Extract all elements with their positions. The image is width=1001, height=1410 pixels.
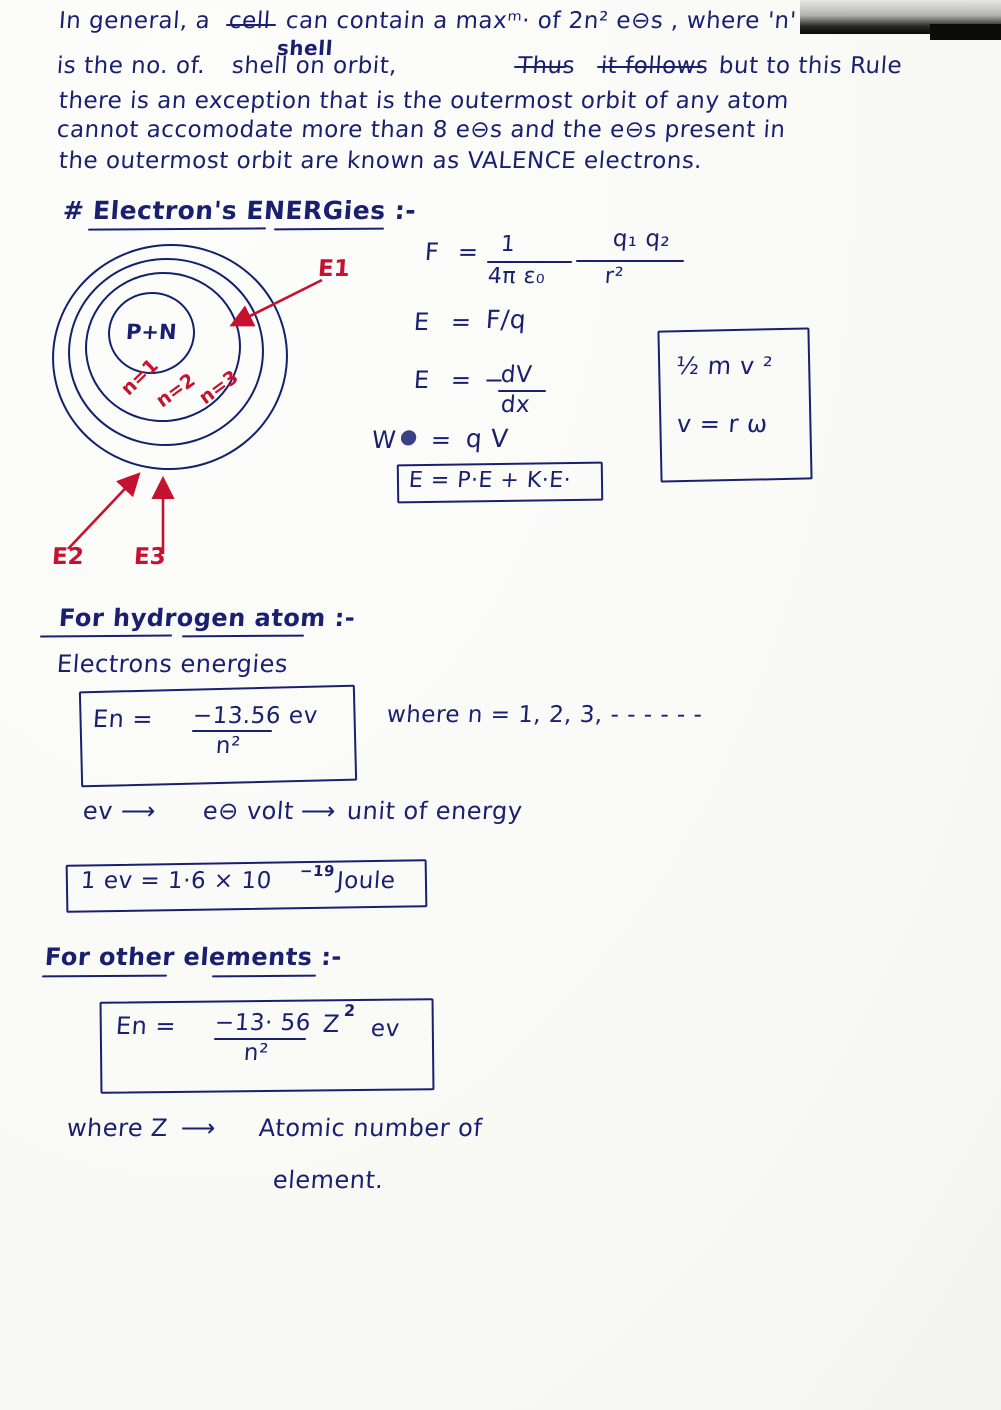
strikethrough-it-follows xyxy=(597,66,703,68)
coulomb-frac1-numerator: 1 xyxy=(500,232,517,257)
intro-line-2-part-a: is the no. of. xyxy=(56,53,207,79)
intro-line-2-part-c: but to this Rule xyxy=(718,53,904,79)
other-elements-energy-unit: ev xyxy=(370,1016,401,1042)
z-note-definition-continued: element. xyxy=(272,1166,385,1194)
scan-edge-artifact-dark xyxy=(930,24,1001,40)
section-title-electron-energies: Electron's ENERGies :- xyxy=(92,196,418,225)
heading-underline-left xyxy=(87,227,267,231)
hydrogen-energy-numerator: −13.56 xyxy=(192,703,282,729)
hydrogen-heading-underline-a xyxy=(39,634,173,638)
work-rhs: q V xyxy=(465,424,510,453)
gradient-numerator: dV xyxy=(500,362,534,388)
other-elements-frac-bar xyxy=(214,1038,306,1040)
diagram-arrows xyxy=(67,278,323,554)
coulomb-frac1-bar xyxy=(487,261,572,263)
other-elements-z-exponent: 2 xyxy=(343,1001,357,1020)
hydrogen-section-heading: For hydrogen atom :- xyxy=(58,604,357,632)
atom-orbital-diagram: P+N n=1 n=2 n=3 E1 E2 E3 xyxy=(40,232,390,570)
joule-conversion-text-b: Joule xyxy=(336,868,397,894)
velocity-relation: v = r ω xyxy=(676,410,769,438)
ev-meaning: unit of energy xyxy=(346,797,524,825)
intro-line-4: cannot accomodate more than 8 e⊖s and th… xyxy=(56,117,787,143)
hydrogen-energy-frac-bar xyxy=(192,730,272,732)
intro-struck-word-cell: cell xyxy=(228,8,272,34)
intro-line-5: the outermost orbit are known as VALENCE… xyxy=(58,148,704,174)
coulomb-frac2-numerator: q₁ q₂ xyxy=(612,226,672,252)
strikethrough-cell xyxy=(226,24,276,26)
gradient-lhs: E xyxy=(413,366,431,394)
field-lhs: E xyxy=(413,308,431,336)
hydrogen-energy-unit: ev xyxy=(288,703,319,729)
ev-term: ev xyxy=(82,797,114,825)
intro-line-1-part-a: In general, a xyxy=(58,8,212,34)
gradient-denominator: dx xyxy=(500,392,532,418)
other-elements-energy-lhs: En = xyxy=(115,1012,178,1040)
strikethrough-thus xyxy=(514,66,566,68)
joule-conversion-exponent: −19 xyxy=(299,862,336,880)
hydrogen-heading-underline-b xyxy=(181,634,305,638)
hydrogen-energy-lhs: En = xyxy=(92,705,155,733)
kinetic-energy-expression: ½ m v ² xyxy=(675,352,774,380)
joule-conversion-text-a: 1 ev = 1·6 × 10 xyxy=(80,868,273,894)
hydrogen-n-condition: where n = 1, 2, 3, - - - - - - xyxy=(386,702,704,728)
ev-arrow-2: ⟶ xyxy=(300,797,337,825)
coulomb-frac2-bar xyxy=(576,260,684,262)
kinetic-energy-box xyxy=(657,327,813,483)
field-rhs: F/q xyxy=(485,305,528,334)
hydrogen-subheading: Electrons energies xyxy=(56,650,289,678)
section-marker-hash: # xyxy=(62,196,86,225)
gradient-frac-bar xyxy=(498,390,546,392)
z-note-arrow: ⟶ xyxy=(180,1114,217,1142)
ev-expansion: e⊖ volt xyxy=(202,797,295,825)
coulomb-equals: = xyxy=(457,238,480,266)
other-elements-energy-denominator: n² xyxy=(243,1040,270,1066)
intro-line-3: there is an exception that is the outerm… xyxy=(58,88,790,114)
coulomb-frac2-denominator: r² xyxy=(604,264,625,289)
hydrogen-energy-denominator: n² xyxy=(215,733,242,759)
coulomb-lhs: F xyxy=(424,238,441,266)
energy-label-e3: E3 xyxy=(133,544,167,570)
other-elements-heading: For other elements :- xyxy=(44,943,343,971)
intro-line-1-part-b: can contain a maxᵐ· of 2n² e⊖s , where '… xyxy=(285,8,798,34)
ev-arrow-1: ⟶ xyxy=(120,797,157,825)
energy-label-e2: E2 xyxy=(51,544,85,570)
z-note-definition: Atomic number of xyxy=(258,1114,484,1142)
heading-underline-right xyxy=(273,227,385,231)
other-elements-energy-numerator: −13· 56 xyxy=(214,1010,312,1036)
total-energy-formula: E = P·E + K·E· xyxy=(408,468,572,493)
z-note-symbol: Z xyxy=(150,1114,169,1142)
field-equals: = xyxy=(450,308,473,336)
intro-line-2-part-b: shell on orbit, xyxy=(231,53,398,79)
other-elements-underline-a xyxy=(41,974,168,978)
work-equals: = xyxy=(430,426,453,454)
work-lhs: W xyxy=(371,426,398,454)
work-scribble-blot: ● xyxy=(399,424,419,448)
other-elements-underline-b xyxy=(211,974,317,978)
z-note-where: where xyxy=(66,1114,145,1142)
energy-label-e1: E1 xyxy=(317,256,351,282)
coulomb-frac1-denominator: 4π ε₀ xyxy=(487,264,547,289)
gradient-equals: = xyxy=(450,366,473,394)
other-elements-atomic-number-symbol: Z xyxy=(322,1010,341,1038)
